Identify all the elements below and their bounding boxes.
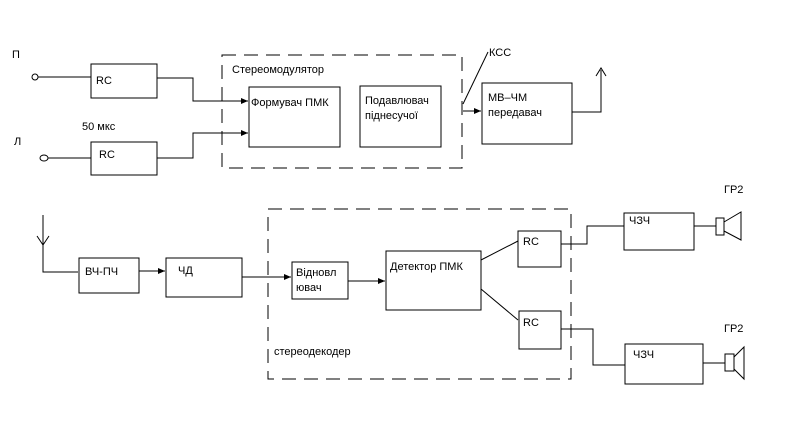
wire-rc-top-to-amp	[561, 225, 624, 245]
wire-rc-bottom-to-former	[157, 130, 248, 159]
pmk-former-block	[248, 86, 341, 148]
rc-bottom-block	[90, 141, 158, 176]
decoder-rc-bottom-label: RC	[523, 317, 539, 329]
rc-top-block	[90, 63, 158, 99]
subcarrier-suppressor-block	[359, 85, 442, 148]
speaker-top-icon	[715, 211, 742, 241]
audio-amp-top-block	[623, 212, 695, 251]
input-l-terminal	[39, 154, 49, 162]
rc-top-label: RC	[96, 75, 112, 87]
stereo-modulator-group	[221, 54, 463, 169]
suppressor-label-line1: Подавлювач	[365, 95, 429, 107]
stereo-decoder-label: стереодекодер	[274, 346, 351, 358]
speaker-top-label: ГР2	[724, 184, 743, 196]
pmk-former-label: Формувач ПМК	[251, 97, 329, 109]
time-constant-label: 50 мкс	[82, 121, 116, 133]
rc-bottom-label: RC	[99, 149, 115, 161]
decoder-rc-top-label: RC	[523, 236, 539, 248]
rf-if-block	[78, 257, 140, 294]
stereo-modulator-label: Стереомодулятор	[232, 64, 324, 76]
kss-pointer-line	[462, 51, 489, 105]
fm-transmitter-block	[481, 82, 573, 145]
fm-detector-block	[165, 257, 243, 298]
speaker-bottom-label: ГР2	[724, 323, 743, 335]
input-p-terminal	[31, 73, 39, 81]
audio-amp-bottom-label: ЧЗЧ	[633, 349, 654, 361]
speaker-bottom-icon	[724, 345, 745, 381]
rf-if-label: ВЧ-ПЧ	[85, 266, 118, 278]
wire-rc-bottom-to-amp	[561, 328, 625, 366]
transmitter-label-line2: передавач	[488, 107, 542, 119]
audio-amp-bottom-block	[624, 343, 704, 385]
fm-detector-label: ЧД	[178, 265, 193, 277]
wire-detector-to-rc-top	[480, 240, 519, 261]
stereo-decoder-group	[267, 208, 572, 380]
input-p-label: П	[12, 49, 20, 61]
decoder-rc-top-block	[517, 230, 562, 268]
kss-label: КСС	[489, 47, 511, 59]
wire-rc-top-to-former	[157, 77, 248, 104]
receive-antenna-icon	[36, 215, 78, 273]
pmk-detector-label: Детектор ПМК	[390, 261, 463, 273]
restorer-label-line2: ювач	[296, 282, 322, 294]
wire-detector-to-rc-bottom	[480, 288, 519, 321]
transmitter-label-line1: МВ–ЧМ	[488, 92, 527, 104]
audio-amp-top-label: ЧЗЧ	[629, 215, 650, 227]
suppressor-label-line2: піднесучої	[365, 110, 418, 122]
input-l-label: Л	[14, 136, 21, 148]
restorer-label-line1: Відновл	[296, 267, 336, 279]
decoder-rc-bottom-block	[518, 310, 562, 350]
transmit-antenna-icon	[572, 67, 607, 113]
pmk-detector-block	[385, 250, 482, 311]
